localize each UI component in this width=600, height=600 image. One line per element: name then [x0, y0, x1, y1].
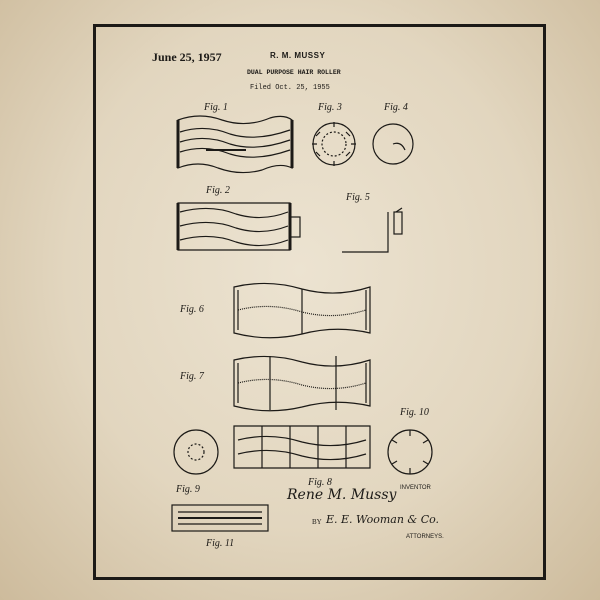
inventor-label: INVENTOR	[400, 485, 431, 491]
fig1-drawing	[176, 115, 294, 174]
fig10-label: Fig. 10	[399, 407, 429, 418]
fig7-drawing	[233, 355, 371, 412]
fig8-label: Fig. 8	[307, 477, 332, 488]
fig5-drawing	[342, 207, 403, 253]
attorneys-label: ATTORNEYS.	[406, 534, 444, 540]
fig8-drawing	[233, 425, 371, 469]
patent-title: DUAL PURPOSE HAIR ROLLER	[247, 69, 341, 76]
fig3-label: Fig. 3	[317, 102, 342, 113]
fig3-drawing	[312, 122, 356, 166]
fig4-drawing	[372, 123, 414, 165]
fig9-label: Fig. 9	[175, 484, 200, 495]
fig4-label: Fig. 4	[383, 102, 408, 113]
fig11-label: Fig. 11	[205, 538, 234, 549]
fig6-label: Fig. 6	[179, 304, 204, 315]
filed-date: Filed Oct. 25, 1955	[250, 84, 330, 92]
border-frame	[93, 24, 546, 580]
inventor-name: R. M. MUSSY	[270, 51, 326, 60]
fig9-drawing	[173, 429, 219, 475]
fig1-label: Fig. 1	[203, 102, 228, 113]
patent-date: June 25, 1957	[152, 50, 222, 64]
by-label: BY	[312, 518, 322, 526]
fig6-drawing	[233, 282, 371, 339]
fig7-label: Fig. 7	[179, 371, 205, 382]
fig5-label: Fig. 5	[345, 192, 370, 203]
attorney-signature: E. E. Wooman & Co.	[326, 513, 440, 526]
fig11-drawing	[171, 504, 269, 532]
fig2-drawing	[176, 202, 301, 251]
fig2-label: Fig. 2	[205, 185, 230, 196]
inventor-signature: Rene M. Mussy	[287, 487, 397, 503]
fig10-drawing	[387, 429, 433, 475]
